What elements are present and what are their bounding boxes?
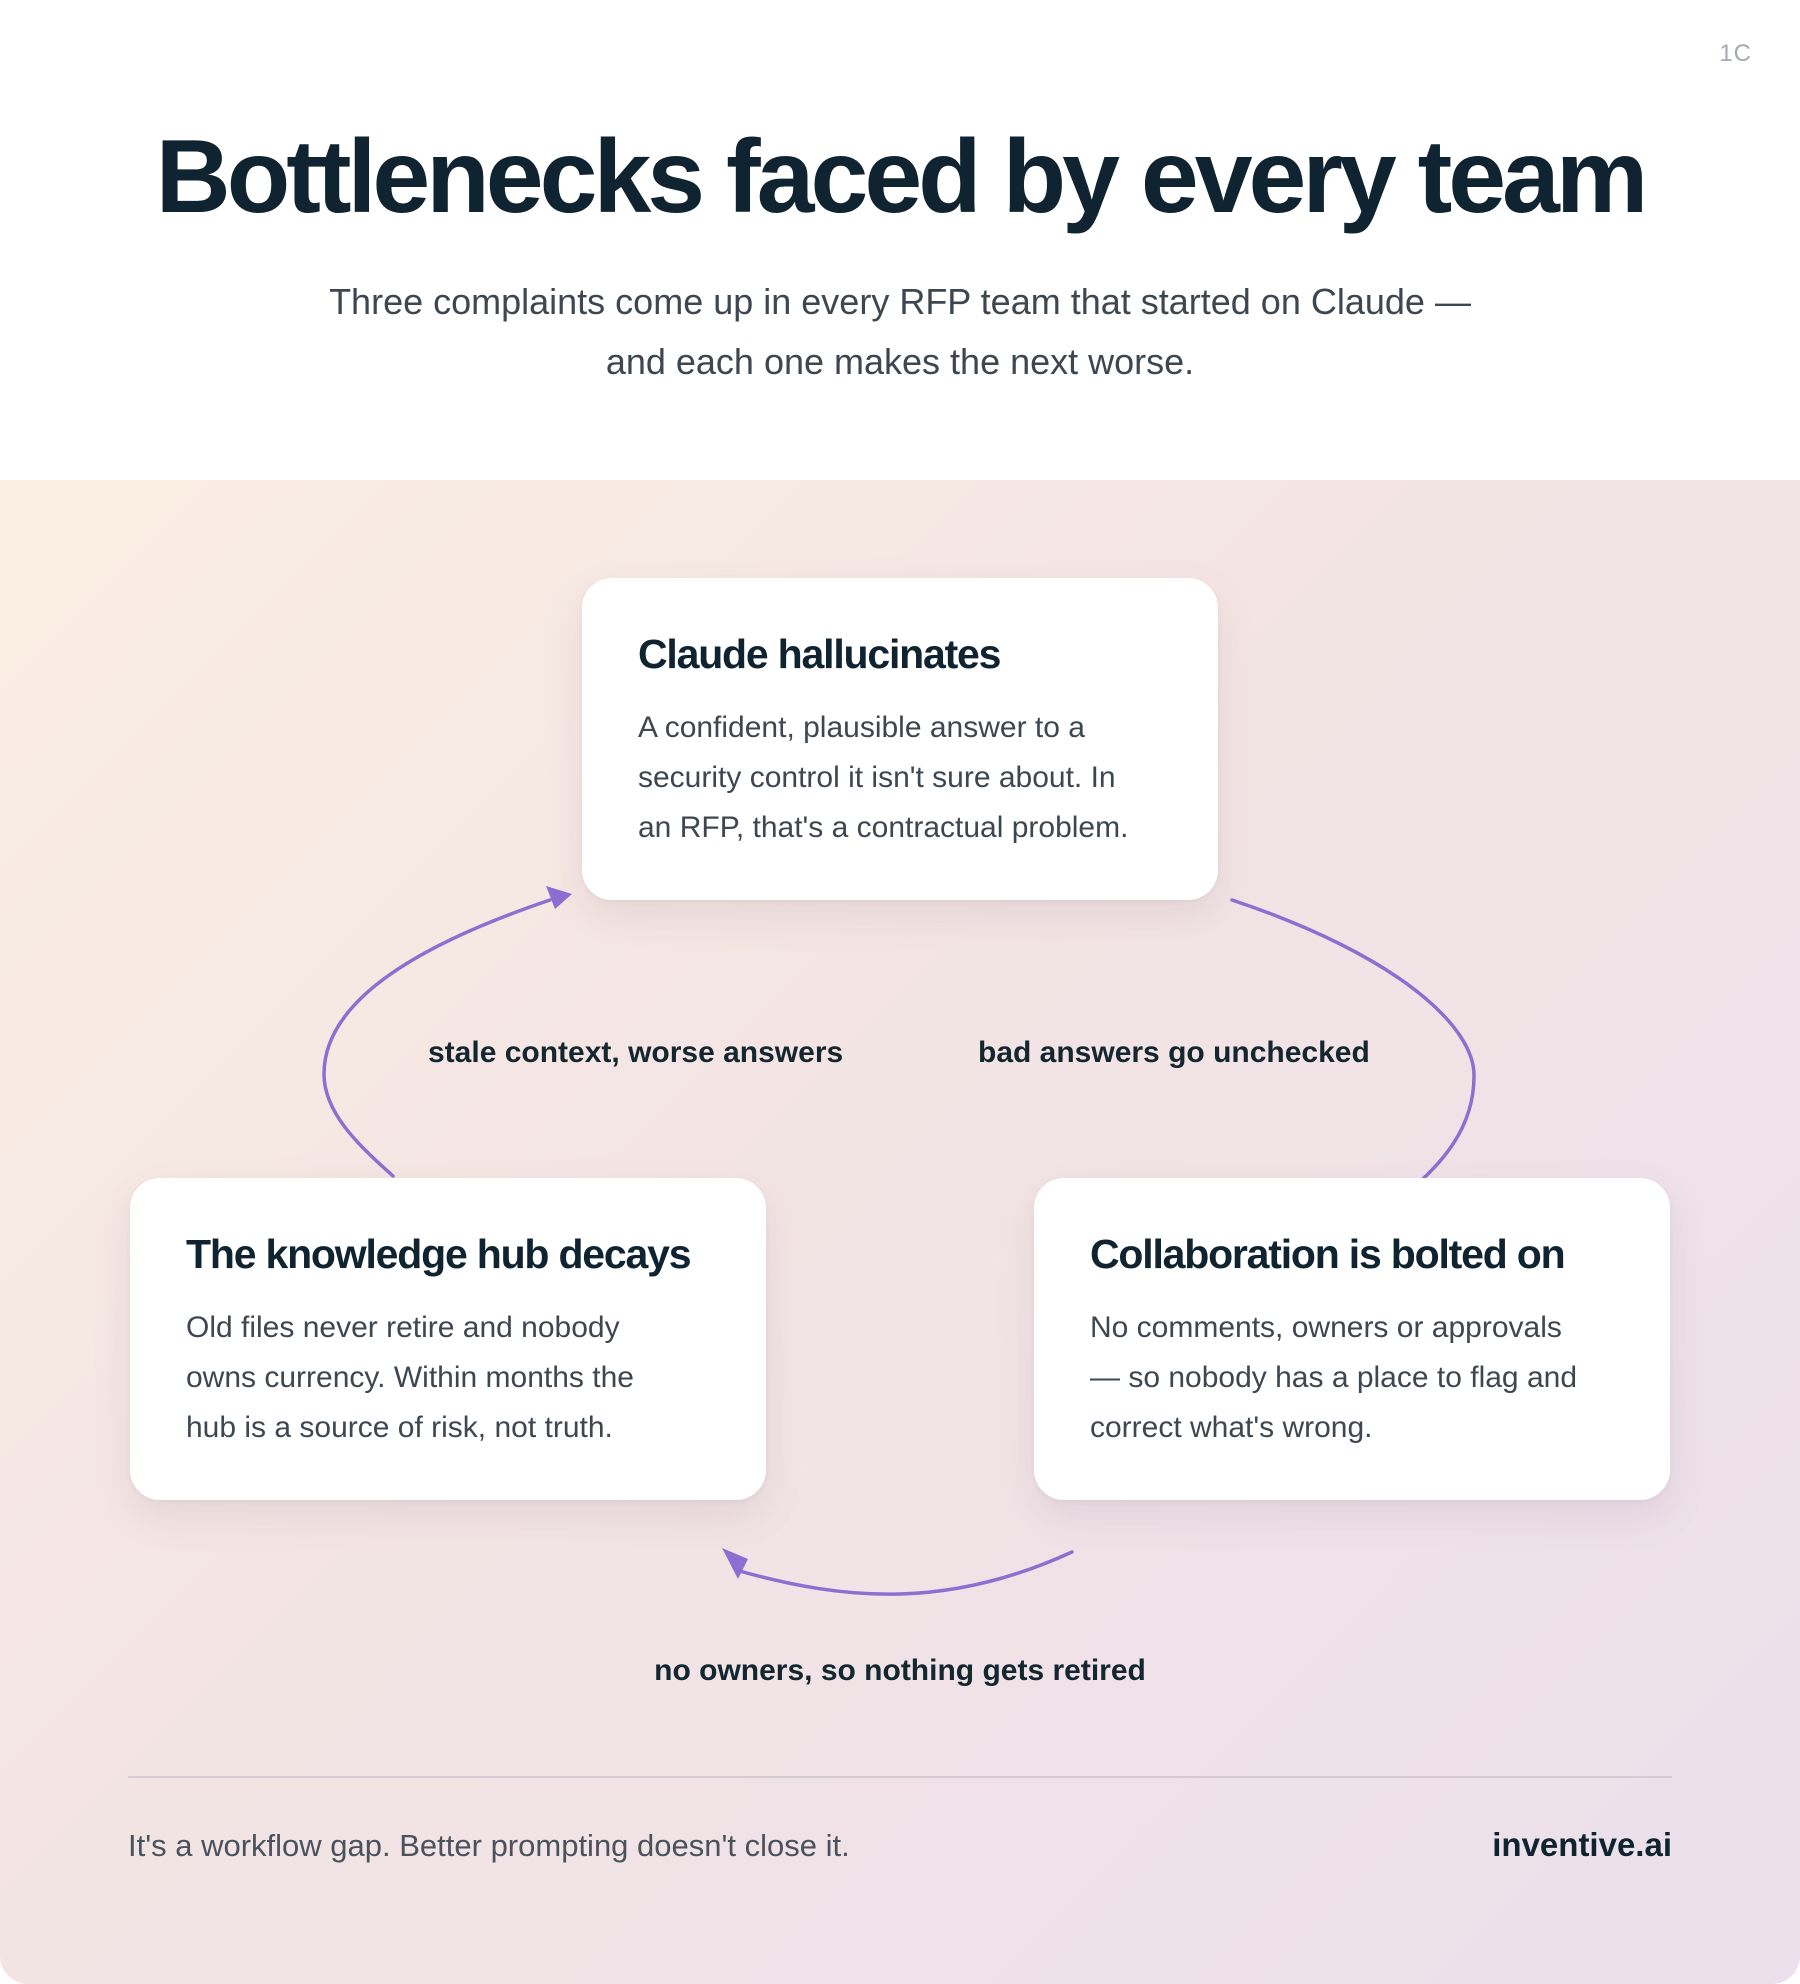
node-description-line: Old files never retire and nobody <box>186 1311 620 1345</box>
node-collaboration-bolted-on: Collaboration is bolted on No comments, … <box>1034 1178 1670 1500</box>
edge-label-bad-answers: bad answers go unchecked <box>978 1036 1370 1069</box>
node-description-line: — so nobody has a place to flag and <box>1090 1361 1578 1395</box>
node-title: Claude hallucinates <box>638 631 1001 677</box>
edge-arrow-hub-to-hallucinates <box>322 898 552 1178</box>
subtitle-line: Three complaints come up in every RFP te… <box>329 281 1471 322</box>
node-description-line: an RFP, that's a contractual problem. <box>638 811 1129 845</box>
subtitle-line: and each one makes the next worse. <box>605 341 1195 382</box>
edge-label-no-owners: no owners, so nothing gets retired <box>654 1654 1146 1687</box>
node-description-line: hub is a source of risk, not truth. <box>186 1411 613 1445</box>
node-description-line: correct what's wrong. <box>1090 1411 1373 1445</box>
node-title: Collaboration is bolted on <box>1090 1231 1566 1277</box>
footer-divider <box>128 1776 1672 1778</box>
edge-arrow-collaboration-to-hub <box>734 1550 1074 1596</box>
page-title: Bottlenecks faced by every team <box>155 119 1649 235</box>
node-description: No comments, owners or approvals — so no… <box>1090 1303 1614 1453</box>
node-title: The knowledge hub decays <box>186 1231 692 1277</box>
node-description: A confident, plausible answer to a secur… <box>638 703 1162 853</box>
brand-logo: inventive.ai <box>1492 1826 1672 1863</box>
header: Bottlenecks faced by every team Three co… <box>0 0 1800 480</box>
node-description-line: owns currency. Within months the <box>186 1361 634 1395</box>
arrowhead-icon <box>722 1548 748 1579</box>
page-subtitle: Three complaints come up in every RFP te… <box>250 272 1550 392</box>
slide-number: 1C <box>1719 40 1752 67</box>
node-description-line: A confident, plausible answer to a <box>638 711 1085 745</box>
edge-label-stale-context: stale context, worse answers <box>428 1036 844 1069</box>
arrowhead-icon <box>546 886 572 909</box>
node-claude-hallucinates: Claude hallucinates A confident, plausib… <box>582 578 1218 900</box>
footer-note: It's a workflow gap. Better prompting do… <box>128 1828 850 1863</box>
edge-arrow-hallucinates-to-collaboration <box>1230 898 1476 1193</box>
cycle-panel: Claude hallucinates A confident, plausib… <box>0 480 1800 1984</box>
node-knowledge-hub-decays: The knowledge hub decays Old files never… <box>130 1178 766 1500</box>
node-description: Old files never retire and nobody owns c… <box>186 1303 710 1453</box>
node-description-line: security control it isn't sure about. In <box>638 761 1116 795</box>
node-description-line: No comments, owners or approvals <box>1090 1311 1562 1345</box>
